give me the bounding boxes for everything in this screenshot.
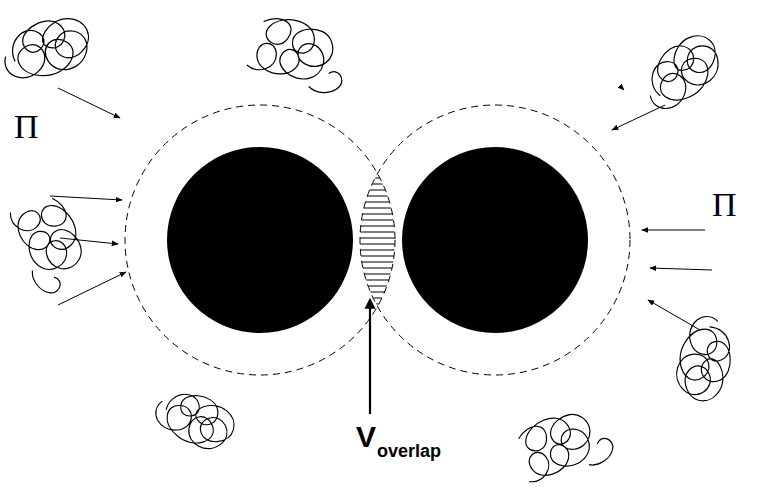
- pressure-symbol: Π: [14, 108, 39, 145]
- volume-subscript: overlap: [377, 442, 441, 462]
- volume-symbol: V: [356, 420, 376, 453]
- pressure-symbol: Π: [712, 186, 737, 223]
